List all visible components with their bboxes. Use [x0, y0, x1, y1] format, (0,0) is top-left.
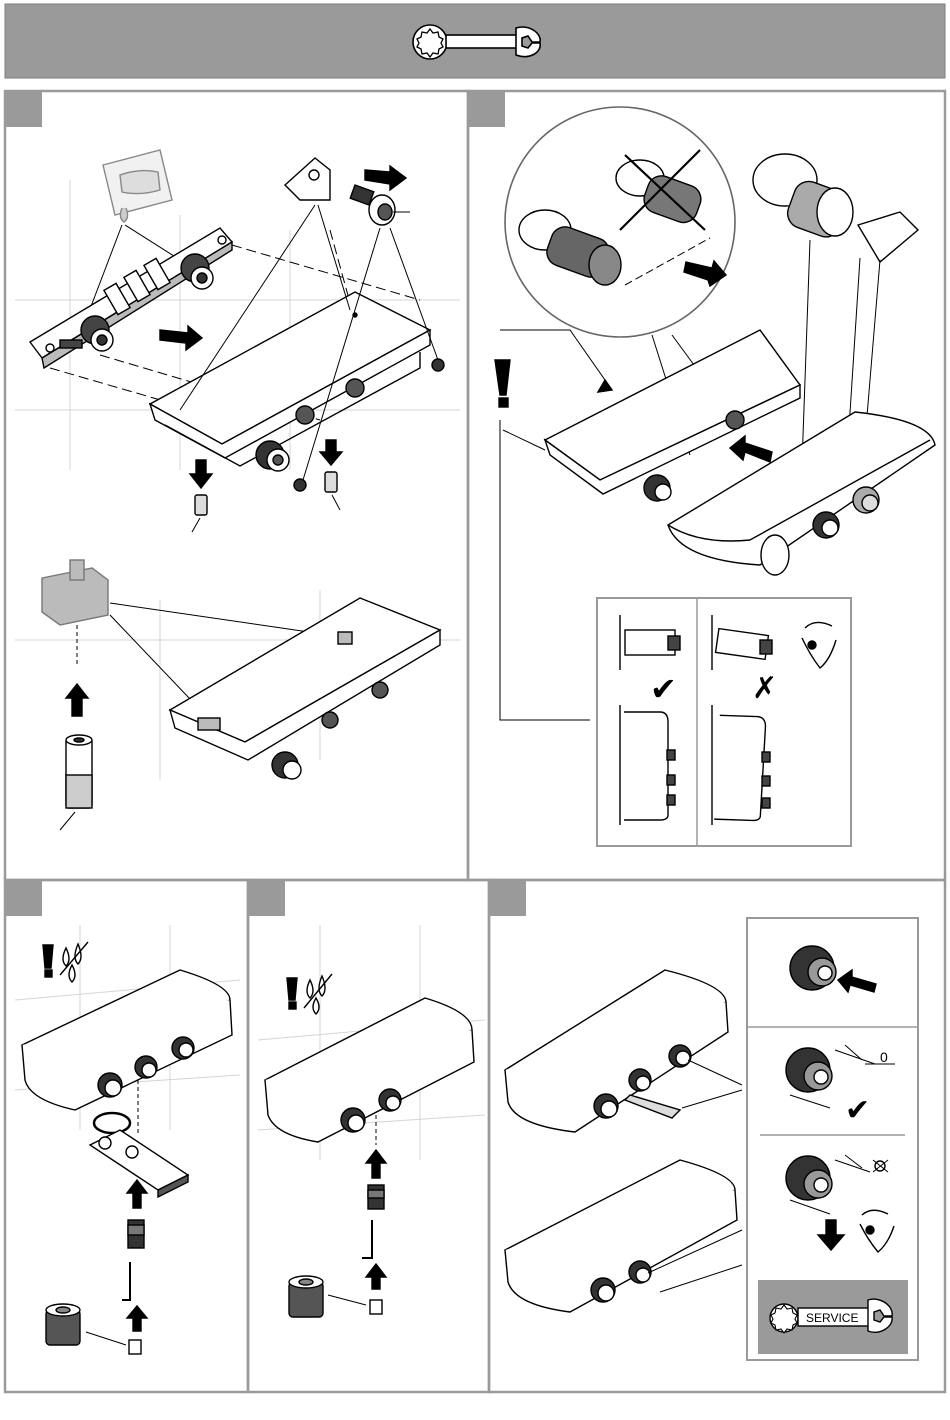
mounting-clip [285, 158, 330, 200]
step-tab-4 [249, 881, 285, 916]
gap-ok-value: 0 [880, 1049, 888, 1065]
mixer-body-step4 [265, 998, 474, 1142]
cartridge-cap [289, 1276, 323, 1317]
mixer-body-2 [170, 598, 440, 779]
step-2-illustration [495, 107, 935, 846]
gap-ok-check: ✔ [845, 1094, 870, 1127]
exclamation-icon [43, 945, 53, 977]
header-bar [5, 4, 945, 78]
mixer-body-step5-bottom [505, 1160, 737, 1312]
mixer-body-step5-top [505, 970, 728, 1132]
check-ok-mark: ✔ [650, 671, 677, 707]
check-grid [597, 598, 851, 846]
step-tab-5 [490, 881, 526, 916]
step-tab-1 [6, 92, 42, 127]
step-4-illustration [258, 925, 485, 1317]
step-5-illustration: 0 ✔ SERVICE [505, 918, 918, 1360]
service-label: SERVICE [806, 1311, 858, 1325]
check-bad-mark: ✗ [752, 672, 777, 705]
exclamation-icon [495, 360, 510, 407]
water-drops-crossed-icon [60, 942, 88, 982]
step-tab-3 [6, 881, 42, 916]
water-drops-crossed-icon [304, 974, 332, 1014]
allen-key-adapter [42, 560, 108, 808]
step-3-illustration [15, 925, 240, 1354]
panel-step-4 [248, 880, 489, 1392]
step-tab-2 [469, 92, 505, 127]
sealant-package-icon [103, 150, 172, 222]
mixer-body-step3 [22, 970, 232, 1110]
exclamation-icon [287, 978, 297, 1009]
screw [350, 185, 395, 225]
step-1-illustration [15, 150, 460, 830]
wall-bracket [30, 228, 232, 368]
cartridge-cap [46, 1304, 80, 1345]
cartridge-insert [753, 154, 918, 262]
